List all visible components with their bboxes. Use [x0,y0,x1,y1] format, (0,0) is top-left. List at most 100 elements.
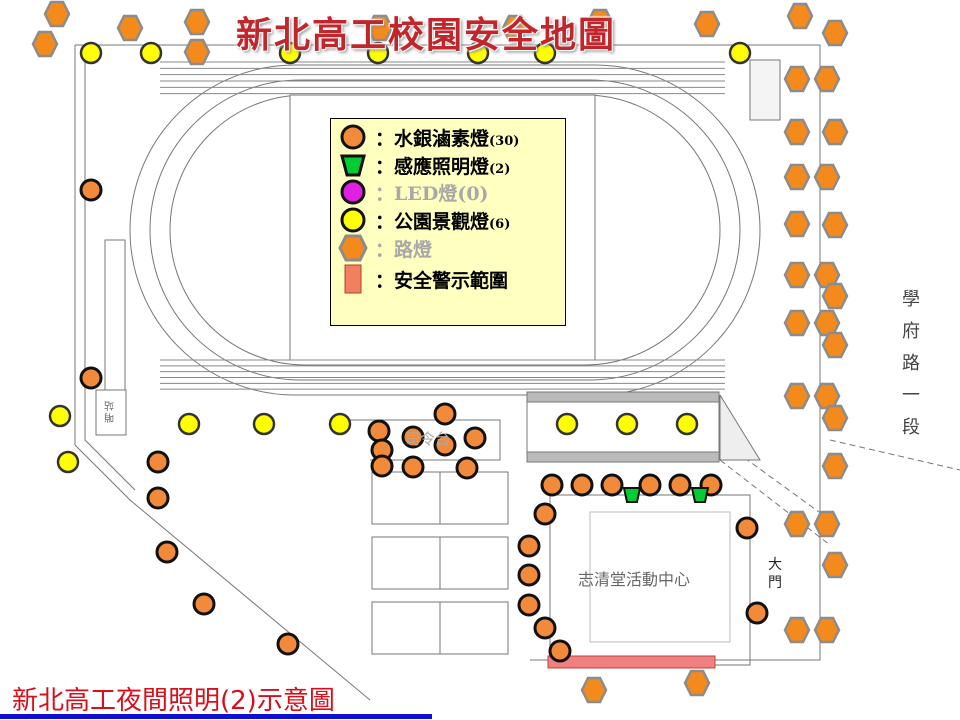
park-light-icon [728,41,752,65]
mercury-lamp-icon [192,592,216,616]
mercury-lamp-icon [517,534,541,558]
street-light-hexagon-icon [813,382,841,410]
park-light-icon [328,412,352,436]
map-title: 新北高工校園安全地圖 [236,15,617,56]
street-light-hexagon-icon [783,163,811,191]
mercury-lamp-icon [638,473,662,497]
park-light-icon [675,412,699,436]
street-light-hexagon-icon [783,65,811,93]
street-light-hexagon-icon [813,163,841,191]
street-light-hexagon-icon [786,2,814,30]
mercury-lamp-icon [533,616,557,640]
mercury-lamp-icon [79,178,103,202]
road-label: 學府路一段 [902,289,920,438]
park-light-icon [48,404,72,428]
mercury-lamp-icon [517,593,541,617]
street-light-hexagon-icon [821,551,849,579]
sensor-light-icon [622,487,642,503]
street-light-hexagon-icon [338,234,368,262]
street-light-hexagon-icon [31,30,59,58]
street-light-hexagon-icon [813,510,841,538]
mercury-lamp-icon [548,639,572,663]
map-subtitle: 新北高工夜間照明(2)示意圖 [12,686,335,716]
mercury-lamp-icon [367,419,391,443]
street-light-hexagon-icon [183,38,211,66]
safety-warning-zone [547,655,716,669]
mercury-lamp-icon [401,425,425,449]
street-light-hexagon-icon [783,118,811,146]
mercury-lamp-icon [433,433,457,457]
street-light-hexagon-icon [783,309,811,337]
activity-center-label: 志清堂活動中心 [578,570,691,589]
legend-item-street: ：路燈 [331,234,432,262]
street-light-hexagon-icon [183,8,211,36]
legend-item-sensor: ：感應照明燈(2) [331,151,510,179]
mercury-lamp-circle-icon [340,124,366,150]
sensor-light-trapezoid-icon [340,154,366,177]
street-light-hexagon-icon [821,19,849,47]
legend-item-mercury: ：水銀滷素燈(30) [331,123,519,151]
mercury-lamp-icon [455,456,479,480]
street-light-hexagon-icon [821,452,849,480]
running-track [129,64,761,396]
mercury-lamp-icon [155,540,179,564]
mercury-lamp-icon [370,454,394,478]
street-light-hexagon-icon [501,14,529,42]
main-gate-label: 大門 [768,557,782,591]
street-light-hexagon-icon [813,616,841,644]
mercury-lamp-icon [79,366,103,390]
mercury-lamp-icon [533,502,557,526]
legend-item-led: ：LED燈(0) [331,178,489,206]
street-light-hexagon-icon [783,382,811,410]
park-light-icon [278,41,302,65]
mercury-lamp-icon [433,402,457,426]
legend: ：水銀滷素燈(30) ：感應照明燈(2) ：LED燈(0) ：公園景觀燈(6) … [330,118,566,326]
street-light-hexagon-icon [783,616,811,644]
street-light-hexagon-icon [783,510,811,538]
park-light-icon [366,41,390,65]
street-light-hexagon-icon [821,211,849,239]
subtitle-underline [0,714,432,719]
street-light-hexagon-icon [693,10,721,38]
park-light-icon [79,41,103,65]
mercury-lamp-icon [463,426,487,450]
street-light-hexagon-icon [783,261,811,289]
park-light-icon [466,41,490,65]
street-light-hexagon-icon [813,65,841,93]
mercury-lamp-icon [517,563,541,587]
street-light-hexagon-icon [580,676,608,704]
park-light-icon [533,41,557,65]
street-light-hexagon-icon [821,282,849,310]
warning-zone-rect-icon [344,264,362,294]
street-light-hexagon-icon [783,210,811,238]
street-light-hexagon-icon [813,309,841,337]
mercury-lamp-icon [401,455,425,479]
sensor-light-icon [690,487,710,503]
mercury-lamp-icon [570,473,594,497]
mercury-lamp-icon [146,450,170,474]
mercury-lamp-icon [745,601,769,625]
guard-post-label: 哨站 [104,399,114,422]
street-light-hexagon-icon [586,8,614,36]
led-light-circle-icon [340,179,366,205]
street-light-hexagon-icon [821,118,849,146]
mercury-lamp-icon [600,473,624,497]
park-light-icon [177,412,201,436]
mercury-lamp-icon [735,516,759,540]
park-light-icon [252,412,276,436]
legend-item-warning: ：安全警示範圍 [331,264,508,294]
street-light-hexagon-icon [43,0,71,28]
mercury-lamp-icon [668,473,692,497]
park-light-circle-icon [340,207,366,233]
mercury-lamp-icon [276,632,300,656]
mercury-lamp-icon [540,473,564,497]
mercury-lamp-icon [146,486,170,510]
park-light-icon [555,412,579,436]
street-light-hexagon-icon [116,14,144,42]
podium-label: 司令台 [405,430,451,448]
park-light-icon [615,412,639,436]
street-light-hexagon-icon [366,14,394,42]
park-light-icon [56,450,80,474]
